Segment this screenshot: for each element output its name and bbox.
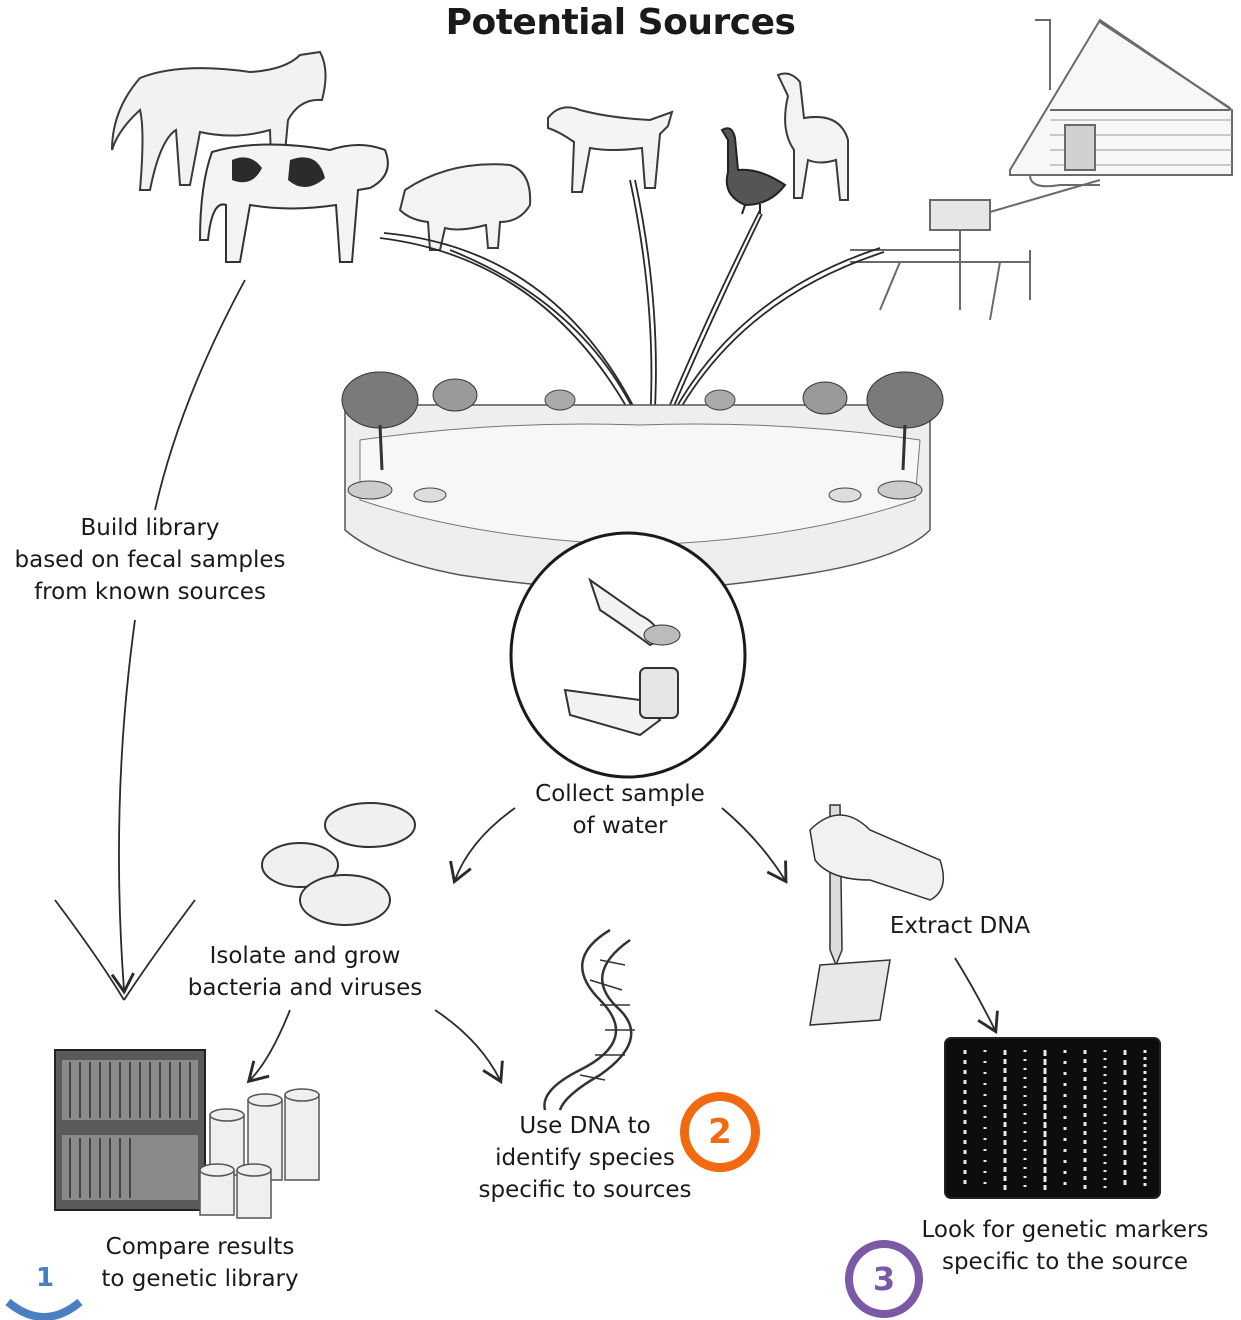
petri-dish-illustration	[261, 802, 416, 926]
step-badge-1: 1	[35, 1263, 55, 1293]
goose-illustration	[720, 127, 787, 215]
step-badge-3: 3	[845, 1240, 923, 1318]
isolate-grow-label: Isolate and grow bacteria and viruses	[187, 943, 423, 1001]
extract-dna-label: Extract DNA	[889, 913, 1031, 939]
gel-electrophoresis-illustration	[944, 1037, 1161, 1199]
genetic-markers-label: Look for genetic markers specific to the…	[921, 1217, 1209, 1275]
collect-sample-label: Collect sample of water	[535, 781, 705, 839]
deer-illustration	[776, 72, 849, 201]
process-arrows	[54, 279, 999, 1085]
cow-illustration	[198, 143, 389, 263]
water-sample-illustration	[509, 531, 747, 779]
pig-illustration	[398, 163, 532, 251]
use-dna-label: Use DNA to identify species specific to …	[478, 1113, 692, 1203]
stacked-dishes-illustration	[199, 1088, 320, 1219]
step-badge-2: 2	[680, 1092, 760, 1172]
compare-results-label: Compare results to genetic library	[101, 1234, 299, 1292]
page-title: Potential Sources	[445, 2, 796, 43]
dna-helix-illustration	[543, 928, 635, 1111]
pipette-illustration	[809, 804, 945, 1026]
badge-1-ring	[5, 1298, 83, 1320]
bookshelf-illustration	[54, 1049, 206, 1211]
house-septic-illustration	[850, 18, 1233, 321]
dog-illustration	[547, 106, 674, 193]
pond-landscape-illustration	[341, 371, 944, 591]
build-library-label: Build library based on fecal samples fro…	[14, 515, 286, 605]
